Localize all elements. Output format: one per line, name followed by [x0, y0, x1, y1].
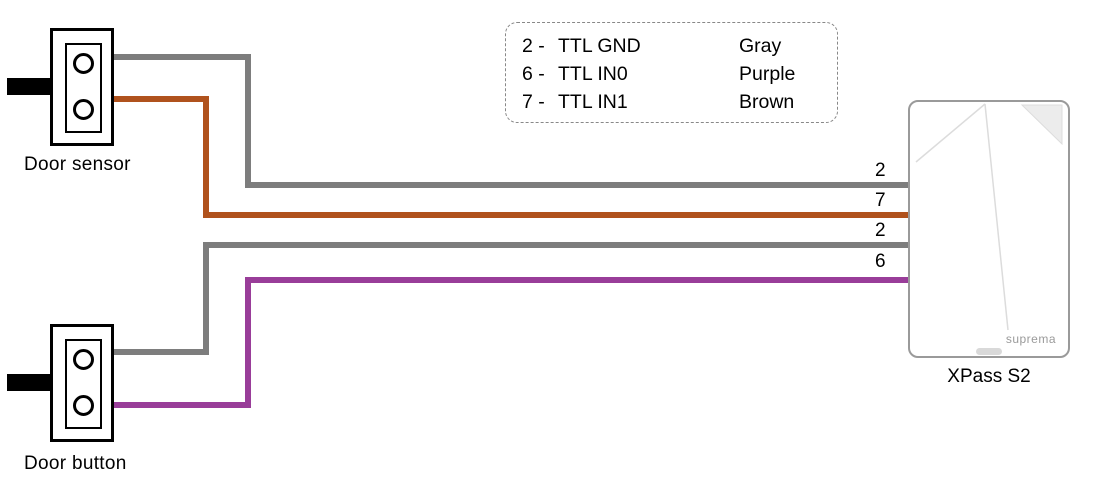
pin-label: 2: [875, 220, 886, 241]
xpass-s2-device: suprema: [908, 100, 1070, 358]
wire-segment: [245, 54, 251, 188]
door-button-body: [50, 324, 114, 442]
door-sensor-contact-block: [65, 43, 102, 133]
legend-signal: TTL IN1: [558, 90, 628, 113]
wire-segment: [203, 212, 908, 218]
legend-pin: 6 -: [522, 62, 545, 85]
wire-segment: [110, 349, 209, 355]
legend-row: 7 - TTL IN1 Brown: [522, 88, 837, 116]
legend-color-name: Gray: [739, 34, 782, 57]
wire-segment: [203, 96, 209, 218]
legend-box: 2 - TTL GND Gray 6 - TTL IN0 Purple 7 - …: [505, 22, 838, 123]
legend-color-name: Brown: [739, 90, 795, 113]
door-sensor-body: [50, 28, 114, 146]
door-sensor-label: Door sensor: [24, 154, 131, 175]
legend-color-name: Purple: [739, 62, 796, 85]
wire-segment: [203, 242, 908, 248]
contact-circle-icon: [73, 349, 94, 370]
legend-signal: TTL IN0: [558, 62, 628, 85]
pin-label: 2: [875, 160, 886, 181]
door-button-label: Door button: [24, 453, 127, 474]
device-face-graphic: [915, 103, 1063, 355]
door-button-contact-block: [65, 339, 102, 429]
wire-segment: [110, 96, 209, 102]
door-button-actuator: [7, 374, 53, 391]
wire-segment: [245, 277, 908, 283]
wire-segment: [245, 277, 251, 408]
wire-segment: [245, 182, 908, 188]
pin-label: 6: [875, 251, 886, 272]
legend-row: 6 - TTL IN0 Purple: [522, 60, 837, 88]
contact-circle-icon: [73, 53, 94, 74]
door-button-symbol: [7, 324, 114, 442]
legend-row: 2 - TTL GND Gray: [522, 32, 837, 60]
contact-circle-icon: [73, 99, 94, 120]
legend-pin: 7 -: [522, 90, 545, 113]
device-label: XPass S2: [947, 366, 1031, 387]
contact-circle-icon: [73, 395, 94, 416]
brand-logo: suprema: [1005, 332, 1056, 346]
door-sensor-symbol: [7, 28, 114, 146]
door-sensor-actuator: [7, 78, 53, 95]
wire-segment: [203, 242, 209, 355]
legend-signal: TTL GND: [558, 34, 641, 57]
wire-segment: [110, 54, 251, 60]
legend-pin: 2 -: [522, 34, 545, 57]
pin-label: 7: [875, 190, 886, 211]
wire-segment: [110, 402, 251, 408]
